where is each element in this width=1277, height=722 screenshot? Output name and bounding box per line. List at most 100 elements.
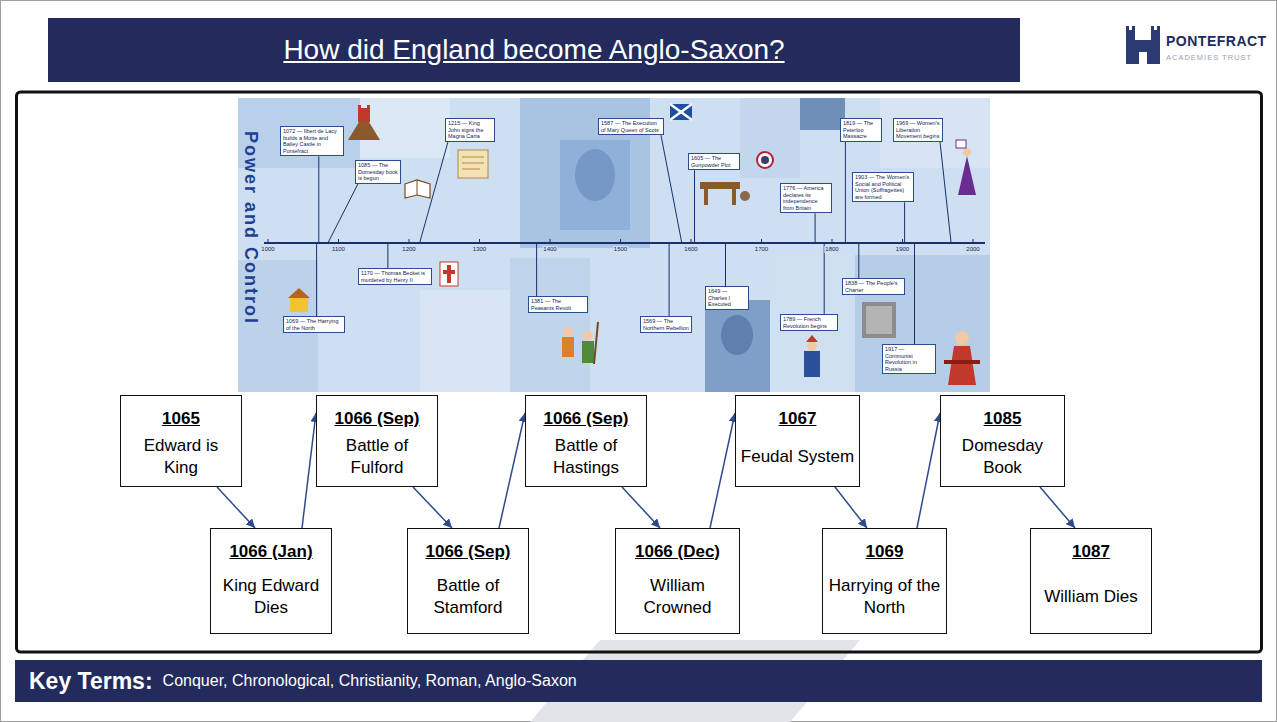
timeline-event-box: 1903 — The Women's Social and Political … xyxy=(852,172,914,202)
event-name: Domesday Book xyxy=(945,435,1060,478)
leader-line xyxy=(815,213,816,243)
event-name: Battle of Hastings xyxy=(530,435,642,478)
event-box: 1069Harrying of the North xyxy=(822,528,947,634)
logo-castle xyxy=(1151,26,1154,31)
key-terms-heading: Key Terms: xyxy=(29,668,153,695)
cross-icon xyxy=(443,270,455,274)
revolution-figure xyxy=(804,335,820,377)
house-icon xyxy=(288,288,310,298)
sequence-arrow xyxy=(499,413,525,528)
event-box: 1067Feudal System xyxy=(735,395,860,487)
axis-year: 1100 xyxy=(331,246,346,253)
event-name: William Dies xyxy=(1044,568,1138,625)
sequence-arrow xyxy=(917,413,940,528)
timeline-event-text: 1838 — The People's Charter xyxy=(845,280,902,293)
timeline-event-box: 1776 — America declares its independence… xyxy=(780,183,832,213)
timeline-axis xyxy=(832,239,833,243)
timeline-collage xyxy=(740,98,800,178)
timeline-event-text: 1789 — French Revolution begins xyxy=(783,316,835,329)
event-name: Feudal System xyxy=(741,435,854,478)
logo-castle xyxy=(1126,26,1160,64)
stocks-icon xyxy=(740,191,750,201)
timeline-collage xyxy=(420,290,520,392)
leader-line xyxy=(669,243,670,316)
peasants-figures xyxy=(594,322,598,364)
timeline-event-text: 1170 — Thomas Becket is murdered by Henr… xyxy=(361,270,429,283)
axis-year: 1000 xyxy=(260,246,275,253)
timeline-axis xyxy=(479,239,480,243)
event-date: 1065 xyxy=(162,408,200,429)
peasants-figures xyxy=(583,331,593,341)
lenin-figure xyxy=(944,331,980,385)
timeline-event-text: 1215 — King John signs the Magna Carta xyxy=(448,120,492,140)
leader-line xyxy=(328,184,358,243)
timeline-collage xyxy=(510,258,590,392)
leader-line xyxy=(387,243,388,268)
leader-line xyxy=(661,135,682,243)
axis-year: 1800 xyxy=(824,246,839,253)
logo-name: PONTEFRACT xyxy=(1166,33,1267,49)
timeline-event-box: 1605 — The Gunpowder Plot xyxy=(688,153,740,170)
leader-line xyxy=(318,156,319,243)
sequence-arrow xyxy=(302,413,316,528)
sequence-arrow xyxy=(217,487,255,528)
logo-castle xyxy=(1157,26,1160,31)
event-date: 1066 (Sep) xyxy=(425,541,510,562)
key-terms-band: Key Terms: Conquer, Chronological, Christ… xyxy=(15,660,1262,702)
house-icon xyxy=(288,288,310,312)
timeline-event-text: 1776 — America declares its independence… xyxy=(783,185,829,211)
axis-year: 2000 xyxy=(965,246,980,253)
event-name: King Edward Dies xyxy=(215,568,327,625)
leader-line xyxy=(317,135,952,344)
event-date: 1085 xyxy=(984,408,1022,429)
event-date: 1066 (Jan) xyxy=(229,541,312,562)
timeline-event-box: 1649 — Charles I Executed xyxy=(705,286,749,310)
saltire-flag xyxy=(670,104,692,120)
house-icon xyxy=(290,298,308,312)
revolution-figure xyxy=(806,335,818,342)
timeline-collage xyxy=(360,98,450,158)
sequence-arrow xyxy=(1040,487,1075,528)
chartist-photo xyxy=(866,306,892,334)
axis-year: 1400 xyxy=(542,246,557,253)
content-panel xyxy=(17,92,1262,652)
timeline-collage xyxy=(855,255,990,392)
timeline-axis xyxy=(761,239,762,243)
suffragette-figure xyxy=(956,140,966,148)
key-terms-list: Conquer, Chronological, Christianity, Ro… xyxy=(163,672,577,690)
stocks-icon xyxy=(732,189,736,205)
peasants-figures xyxy=(562,322,598,364)
sequence-arrow xyxy=(835,487,867,528)
book-icon xyxy=(405,180,430,198)
timeline-axis xyxy=(268,239,269,243)
logo-castle xyxy=(1126,26,1129,31)
sequence-arrow xyxy=(622,487,660,528)
timeline-collage xyxy=(575,149,615,201)
saltire-flag xyxy=(670,104,692,120)
event-name: Edward is King xyxy=(125,435,237,478)
leader-line xyxy=(940,142,951,243)
timeline-axis xyxy=(338,239,339,243)
lenin-figure xyxy=(944,360,980,364)
cross-icon xyxy=(440,262,458,286)
scroll-icon xyxy=(458,150,488,178)
axis-year: 1600 xyxy=(683,246,698,253)
timeline-axis xyxy=(973,239,974,243)
sequence-arrow xyxy=(413,487,452,528)
timeline-event-text: 1072 — Ilbert de Lacy builds a Motte and… xyxy=(283,128,341,154)
suffragette-figure xyxy=(956,140,976,195)
timeline-event-text: 1917 — Communist Revolution in Russia xyxy=(885,346,933,372)
suffragette-figure xyxy=(963,148,971,156)
leader-line xyxy=(694,170,695,243)
leader-line xyxy=(725,243,726,286)
peasants-figures xyxy=(582,341,594,363)
event-date: 1066 (Dec) xyxy=(635,541,720,562)
scroll-icon xyxy=(458,150,488,178)
event-name: Battle of Stamford xyxy=(412,568,524,625)
axis-year: 1700 xyxy=(754,246,769,253)
timeline-collage xyxy=(770,255,850,392)
leader-line xyxy=(904,202,905,243)
revolution-figure xyxy=(807,341,817,351)
castle-icon xyxy=(358,105,361,109)
leader-line xyxy=(914,243,915,344)
